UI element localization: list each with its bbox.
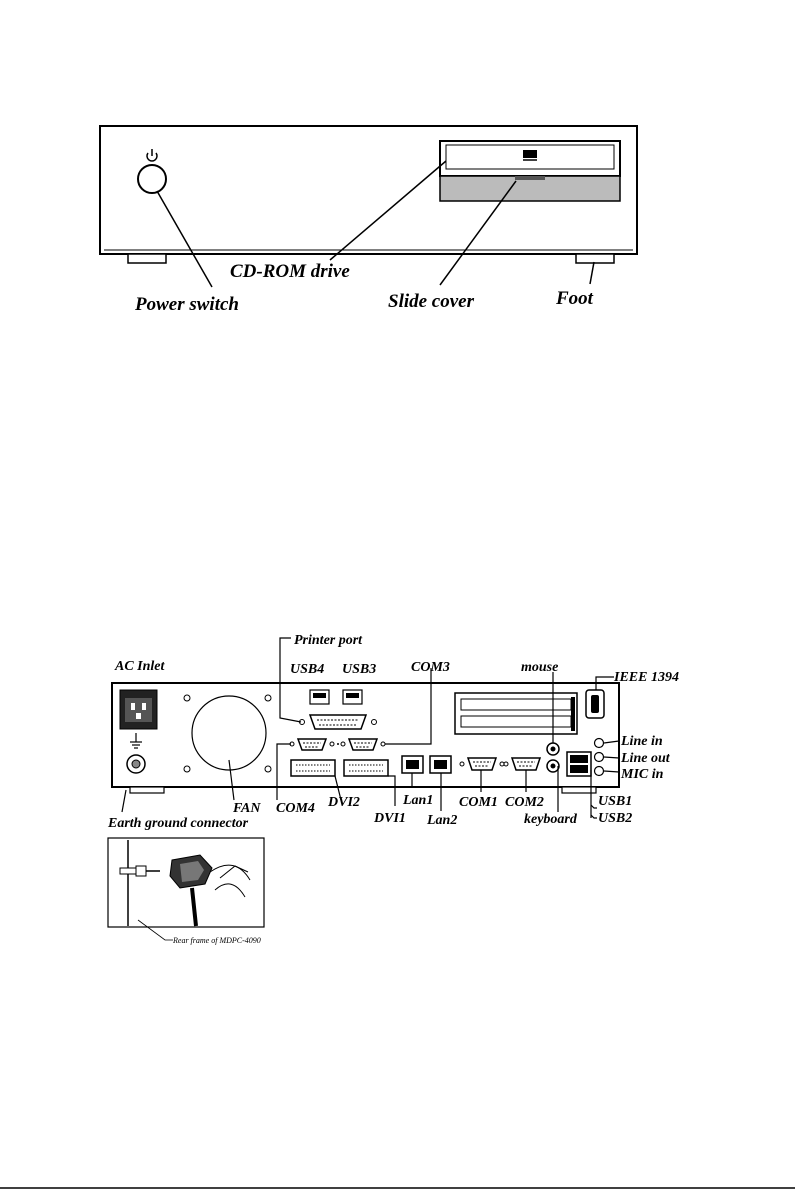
mouse-port — [547, 743, 559, 755]
front-view: CD-ROM drive Power switch Slide cover Fo… — [100, 126, 637, 315]
lan1-label: Lan1 — [402, 793, 433, 808]
ground-inset: Rear frame of MDPC-4090 — [108, 838, 264, 945]
usb4-port — [310, 690, 329, 704]
printer-port-label: Printer port — [294, 633, 363, 648]
usb4-label: USB4 — [290, 662, 324, 677]
dvi2-label: DVI2 — [327, 795, 360, 810]
usb3-label: USB3 — [342, 662, 376, 677]
earth-ground-connector — [127, 755, 145, 773]
keyboard-label: keyboard — [524, 812, 578, 827]
foot-label: Foot — [555, 288, 594, 309]
dvi2-port — [291, 760, 335, 776]
lan2-port — [430, 756, 451, 773]
ieee1394-port — [586, 690, 604, 718]
cdrom-drive — [440, 141, 620, 176]
dvi1-port — [344, 760, 388, 776]
lan2-label: Lan2 — [426, 813, 457, 828]
earth-ground-label: Earth ground connector — [107, 816, 249, 831]
mouse-label: mouse — [521, 660, 558, 675]
usb1-label: USB1 — [598, 794, 632, 809]
mic-in-label: MIC in — [620, 767, 664, 782]
com4-label: COM4 — [276, 801, 315, 816]
ac-inlet-label: AC Inlet — [114, 659, 166, 674]
power-switch-label: Power switch — [134, 294, 239, 315]
lan1-port — [402, 756, 423, 773]
fan — [192, 696, 266, 770]
dvi1-label: DVI1 — [373, 811, 406, 826]
keyboard-port — [547, 760, 559, 772]
com3-label: COM3 — [411, 660, 450, 675]
com2-label: COM2 — [505, 795, 544, 810]
ac-inlet — [120, 690, 157, 729]
com1-label: COM1 — [459, 795, 498, 810]
foot-left — [128, 254, 166, 263]
slide-cover-label: Slide cover — [388, 291, 475, 312]
line-out-label: Line out — [620, 751, 671, 766]
ieee1394-label: IEEE 1394 — [613, 670, 679, 685]
inset-caption: Rear frame of MDPC-4090 — [172, 936, 261, 945]
cdrom-drive-label: CD-ROM drive — [230, 261, 350, 282]
rear-view: Printer port AC Inlet USB4 USB3 COM3 mou… — [107, 633, 679, 831]
usb3-port — [343, 690, 362, 704]
usb2-label: USB2 — [598, 811, 632, 826]
audio-jacks — [595, 739, 604, 776]
fan-label: FAN — [232, 801, 261, 816]
foot-right — [576, 254, 614, 263]
slide-cover — [440, 176, 620, 201]
usb1-usb2-ports — [567, 752, 591, 776]
line-in-label: Line in — [620, 734, 663, 749]
expansion-slots — [455, 693, 577, 734]
